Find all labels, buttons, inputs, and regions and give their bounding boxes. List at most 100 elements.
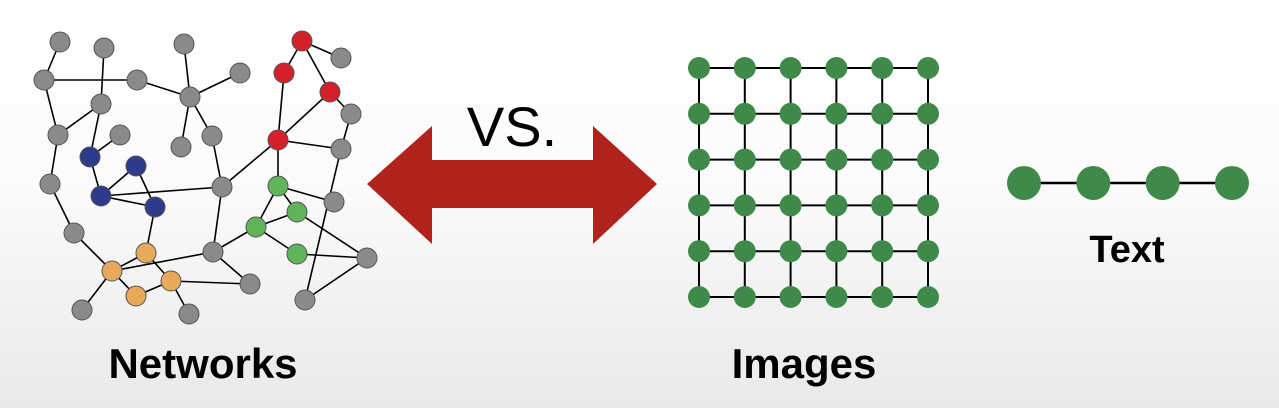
network-edge bbox=[277, 72, 285, 141]
images-label: Images bbox=[732, 340, 877, 387]
grid-node bbox=[733, 148, 756, 171]
network-node-red bbox=[267, 129, 289, 151]
grid-node bbox=[871, 102, 894, 125]
grid-node bbox=[871, 286, 894, 308]
grid-node bbox=[779, 102, 802, 125]
network-node-gray bbox=[71, 299, 93, 321]
text-chain-node bbox=[1215, 166, 1249, 200]
grid-nodes bbox=[688, 57, 939, 308]
network-edge bbox=[100, 186, 223, 197]
text-chain-node bbox=[1145, 166, 1180, 200]
text-chain-node bbox=[1007, 166, 1041, 200]
network-edge bbox=[111, 251, 214, 272]
network-node-green bbox=[245, 216, 267, 238]
network-edges bbox=[43, 40, 368, 315]
network-node-gray bbox=[179, 86, 201, 108]
network-node-blue bbox=[125, 155, 147, 177]
network-node-gray bbox=[294, 289, 316, 311]
grid-node bbox=[733, 286, 756, 308]
text-chain-nodes bbox=[1007, 166, 1249, 200]
network-node-gray bbox=[229, 62, 251, 84]
network-node-gray bbox=[63, 222, 85, 244]
grid-node bbox=[825, 286, 848, 308]
grid-node bbox=[917, 240, 939, 263]
grid-node bbox=[871, 57, 894, 79]
network-edge bbox=[304, 148, 342, 301]
grid-node bbox=[688, 148, 710, 171]
grid-node bbox=[917, 148, 939, 171]
grid-node bbox=[688, 102, 710, 125]
grid-node bbox=[688, 240, 710, 263]
grid-node bbox=[917, 194, 939, 217]
text-chain-node bbox=[1076, 166, 1111, 200]
network-node-gray bbox=[173, 33, 195, 55]
grid-edges bbox=[698, 67, 929, 298]
network-edge bbox=[296, 253, 368, 259]
grid-node bbox=[825, 148, 848, 171]
grid-node bbox=[825, 240, 848, 263]
grid-node bbox=[917, 286, 939, 308]
text-label: Text bbox=[1089, 229, 1165, 271]
grid-node bbox=[733, 102, 756, 125]
network-node-red bbox=[291, 30, 313, 52]
network-node-gray bbox=[109, 124, 131, 146]
network-edge bbox=[296, 211, 368, 259]
network-node-orange bbox=[135, 242, 157, 264]
network-node-gray bbox=[201, 125, 223, 147]
network-node-gray bbox=[47, 124, 69, 146]
network-node-gray bbox=[239, 273, 261, 295]
network-edge bbox=[304, 257, 368, 301]
grid-node bbox=[779, 57, 802, 79]
vs-label: VS. bbox=[467, 95, 557, 158]
network-node-gray bbox=[323, 191, 345, 213]
grid-node bbox=[779, 194, 802, 217]
grid-node bbox=[779, 286, 802, 308]
grid-node bbox=[825, 102, 848, 125]
network-node-orange bbox=[101, 260, 123, 282]
network-node-gray bbox=[340, 103, 362, 125]
networks-label: Networks bbox=[108, 340, 297, 387]
grid-node bbox=[779, 240, 802, 263]
double-arrow-icon bbox=[367, 126, 657, 244]
network-node-gray bbox=[202, 241, 224, 263]
network-node-green bbox=[286, 243, 308, 265]
text-chain bbox=[1007, 166, 1249, 200]
grid-node bbox=[733, 57, 756, 79]
network-node-orange bbox=[160, 270, 182, 292]
network-node-orange bbox=[125, 285, 147, 307]
grid-node bbox=[917, 102, 939, 125]
image-grid bbox=[688, 57, 939, 308]
network-node-red bbox=[273, 62, 295, 84]
network-node-gray bbox=[356, 247, 378, 269]
network-node-gray bbox=[126, 69, 148, 91]
network-node-gray bbox=[33, 69, 55, 91]
grid-node bbox=[733, 194, 756, 217]
grid-node bbox=[733, 240, 756, 263]
network-node-blue bbox=[79, 146, 101, 168]
grid-node bbox=[917, 57, 939, 79]
network-node-gray bbox=[90, 93, 112, 115]
grid-node bbox=[825, 57, 848, 79]
grid-node bbox=[871, 194, 894, 217]
grid-node bbox=[688, 286, 710, 308]
grid-node bbox=[688, 194, 710, 217]
network-edge bbox=[221, 139, 279, 188]
network-node-gray bbox=[49, 31, 71, 53]
grid-node bbox=[779, 148, 802, 171]
network-graph bbox=[33, 30, 378, 325]
network-edge bbox=[277, 91, 331, 141]
grid-node bbox=[871, 240, 894, 263]
network-node-gray bbox=[330, 47, 352, 69]
network-edge bbox=[212, 186, 223, 253]
network-node-gray bbox=[330, 138, 352, 160]
network-node-red bbox=[319, 81, 341, 103]
network-node-blue bbox=[144, 196, 166, 218]
network-edge bbox=[170, 280, 251, 285]
network-edge bbox=[277, 139, 342, 150]
network-node-green bbox=[267, 175, 289, 197]
network-nodes bbox=[33, 30, 378, 325]
network-node-gray bbox=[39, 173, 61, 195]
network-node-gray bbox=[93, 37, 115, 59]
network-node-gray bbox=[211, 176, 233, 198]
